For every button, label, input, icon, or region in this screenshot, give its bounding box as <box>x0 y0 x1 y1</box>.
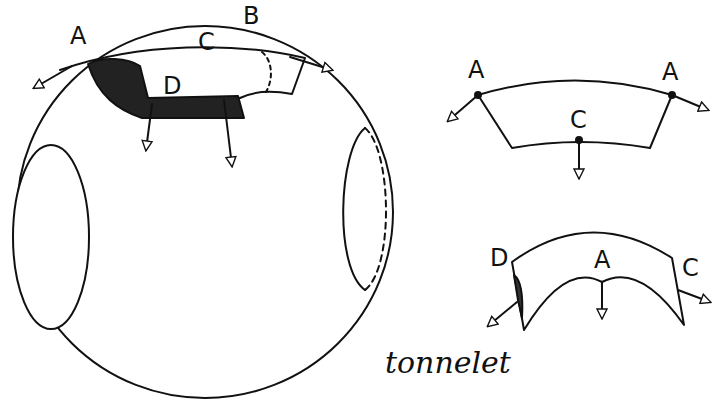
shaded-cutout <box>88 59 244 118</box>
panel-sketch <box>478 81 672 149</box>
force-arrow <box>290 57 332 70</box>
point-label: A <box>594 248 610 272</box>
point-label: A <box>70 24 86 48</box>
shaded-edge <box>514 275 522 318</box>
point-label: A <box>662 60 678 84</box>
point-label: C <box>570 108 587 132</box>
point-label: D <box>163 74 181 98</box>
vault-panel <box>60 47 305 98</box>
force-arrow <box>146 104 152 150</box>
force-arrow <box>34 66 72 88</box>
point-label: B <box>243 4 259 28</box>
force-arrow <box>448 95 478 121</box>
force-arrow <box>672 95 708 110</box>
point-label: C <box>682 256 699 280</box>
force-arrow <box>601 282 603 318</box>
left-opening <box>13 145 89 329</box>
force-arrow <box>578 142 580 178</box>
right-opening-hidden <box>365 128 386 290</box>
point-label: A <box>468 58 484 82</box>
point-label: C <box>198 30 215 54</box>
force-arrow <box>224 100 232 166</box>
right-opening-front <box>343 128 365 290</box>
force-arrow <box>488 302 517 326</box>
saddle-sketch <box>512 232 684 330</box>
hidden-edge <box>262 52 271 92</box>
caption-label: tonnelet <box>385 348 511 378</box>
force-arrow <box>678 290 710 302</box>
point-label: D <box>490 246 508 270</box>
